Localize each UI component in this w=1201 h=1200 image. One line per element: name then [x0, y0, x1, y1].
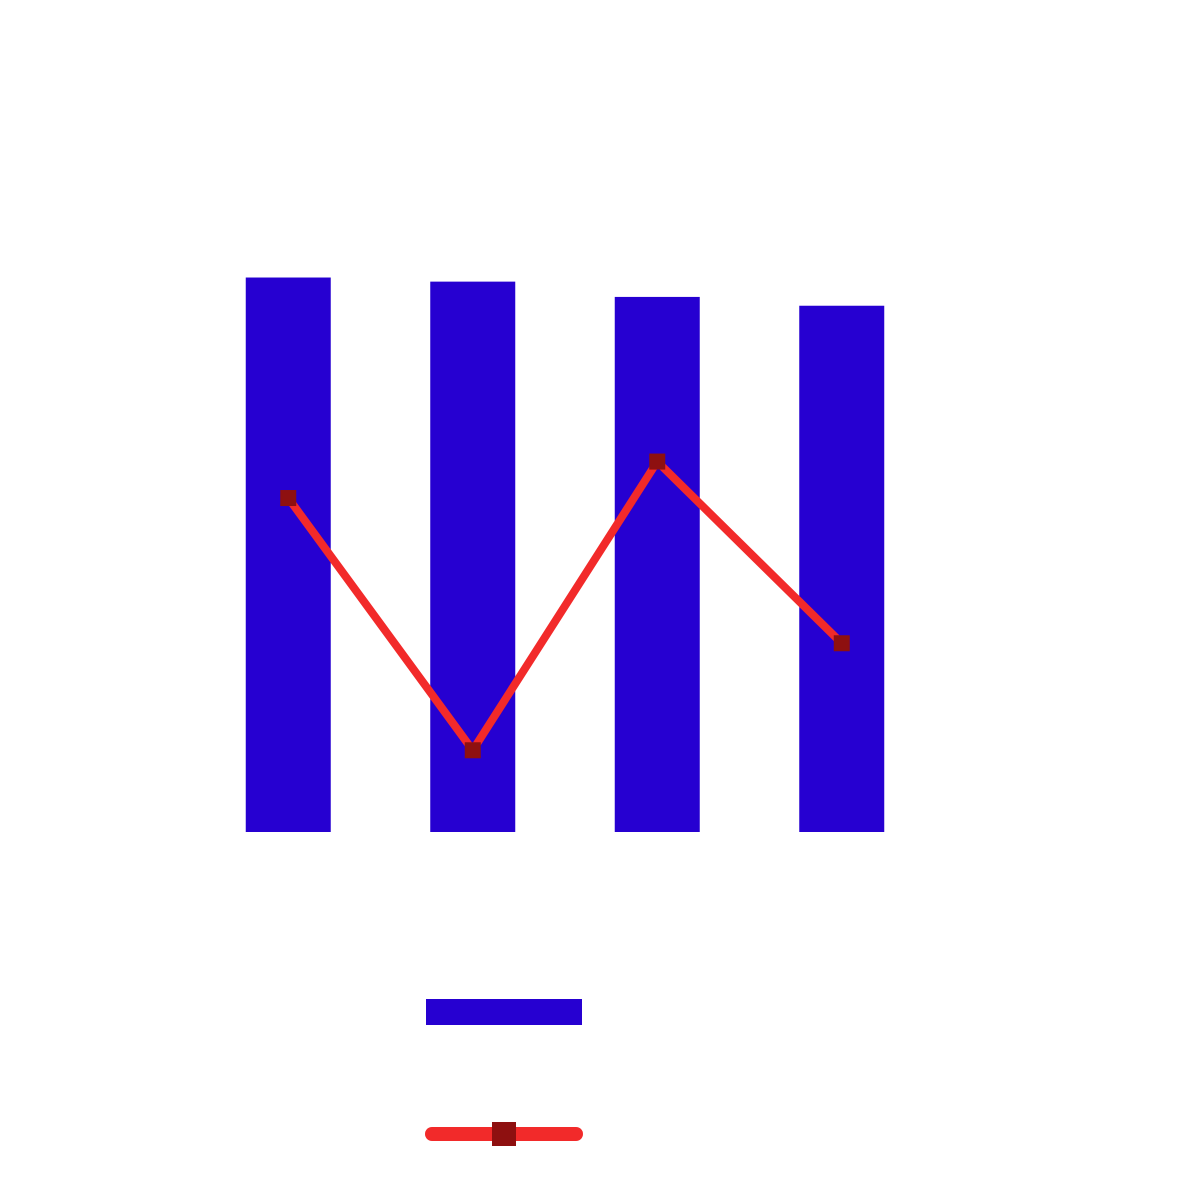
legend-swatch-bar [426, 999, 582, 1025]
line-path [285, 455, 845, 758]
plot-area [245, 277, 885, 832]
legend [425, 999, 583, 1146]
bar-2 [614, 296, 700, 832]
bar-0 [245, 277, 331, 832]
legend-swatch-marker [492, 1122, 516, 1146]
line-marker-1 [464, 742, 481, 759]
bar-1 [430, 281, 516, 832]
line-series [280, 453, 850, 759]
line-marker-3 [833, 635, 850, 652]
line-marker-0 [280, 490, 297, 507]
line-marker-2 [649, 453, 666, 470]
bar-3 [799, 305, 885, 832]
bar-series [245, 277, 885, 832]
